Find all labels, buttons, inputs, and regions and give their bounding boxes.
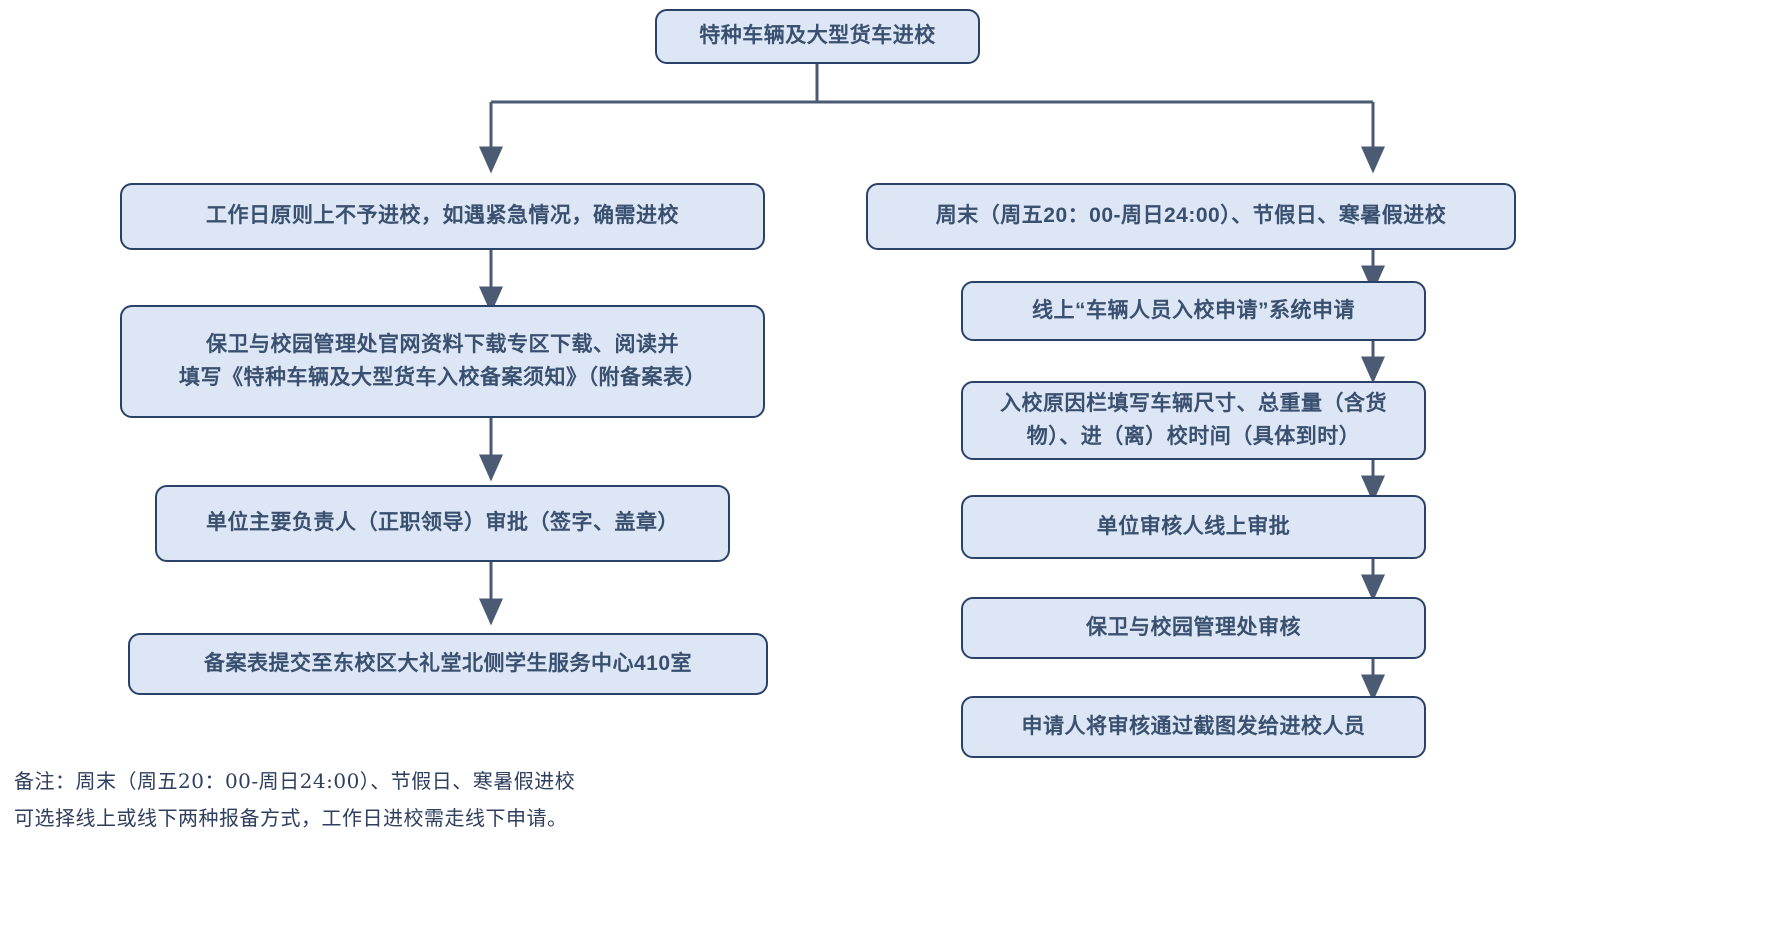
node-right-step-2-label: 线上“车辆人员入校申请”系统申请 [1032,298,1355,322]
node-right-step-6-label: 申请人将审核通过截图发给进校人员 [1021,714,1366,738]
node-left-step-3-label: 单位主要负责人（正职领导）审批（签字、盖章） [206,511,679,535]
node-left-step-4-label: 备案表提交至东校区大礼堂北侧学生服务中心410室 [203,651,693,675]
node-left-step-2-label: 保卫与校园管理处官网资料下载专区下载、阅读并 填写《特种车辆及大型货车入校备案须… [179,332,706,389]
node-title-label: 特种车辆及大型货车进校 [699,24,936,48]
node-right-step-2[interactable]: 线上“车辆人员入校申请”系统申请 [961,281,1426,341]
node-left-step-1-label: 工作日原则上不予进校，如遇紧急情况，确需进校 [206,204,679,228]
node-right-step-5-label: 保卫与校园管理处审核 [1086,615,1301,639]
node-right-step-3[interactable]: 入校原因栏填写车辆尺寸、总重量（含货 物）、进（离）校时间（具体到时） [961,381,1426,460]
node-left-step-3[interactable]: 单位主要负责人（正职领导）审批（签字、盖章） [155,485,730,562]
node-right-step-5[interactable]: 保卫与校园管理处审核 [961,597,1426,659]
node-right-step-6[interactable]: 申请人将审核通过截图发给进校人员 [961,696,1426,758]
node-left-step-4[interactable]: 备案表提交至东校区大礼堂北侧学生服务中心410室 [128,633,768,695]
node-right-step-3-label: 入校原因栏填写车辆尺寸、总重量（含货 物）、进（离）校时间（具体到时） [1000,391,1387,448]
node-right-step-1-label: 周末（周五20：00-周日24:00）、节假日、寒暑假进校 [935,204,1447,228]
node-right-step-1[interactable]: 周末（周五20：00-周日24:00）、节假日、寒暑假进校 [866,183,1516,250]
footnote-note: 备注：周末（周五20：00-周日24:00）、节假日、寒暑假进校 可选择线上或线… [14,769,576,830]
node-title[interactable]: 特种车辆及大型货车进校 [655,9,980,64]
node-left-step-1[interactable]: 工作日原则上不予进校，如遇紧急情况，确需进校 [120,183,765,250]
node-left-step-2[interactable]: 保卫与校园管理处官网资料下载专区下载、阅读并 填写《特种车辆及大型货车入校备案须… [120,305,765,418]
node-right-step-4[interactable]: 单位审核人线上审批 [961,495,1426,559]
node-right-step-4-label: 单位审核人线上审批 [1096,514,1291,538]
